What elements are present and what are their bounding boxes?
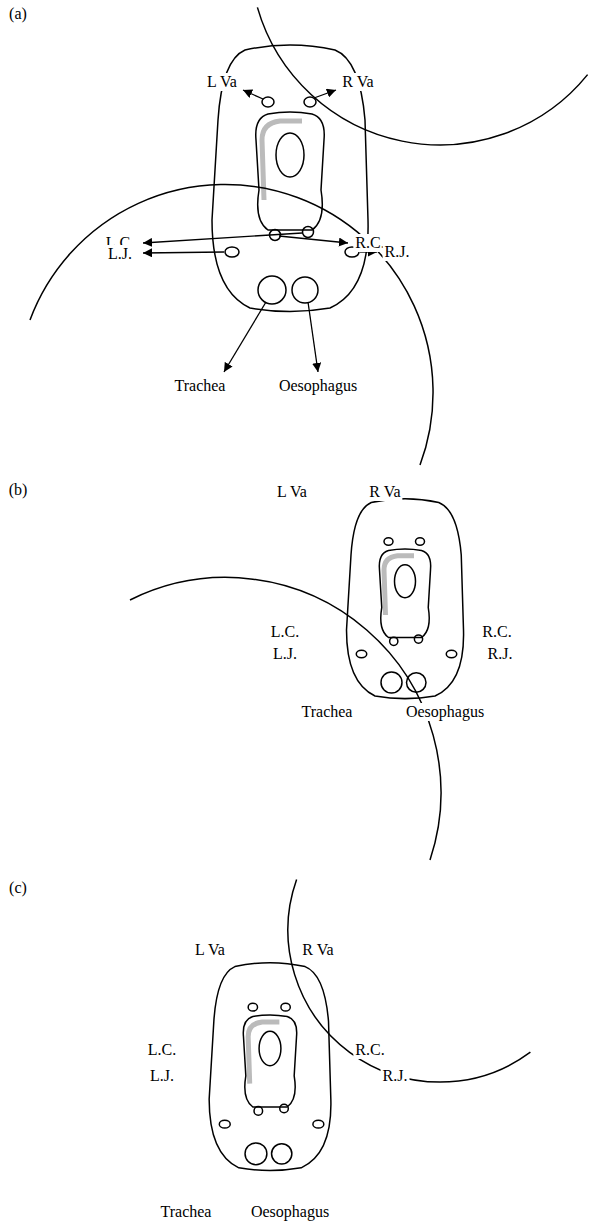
leader-line	[308, 302, 318, 372]
neck-section	[209, 963, 331, 1171]
structure-label: R.C.	[480, 623, 513, 641]
beam-arc	[30, 184, 433, 465]
leader-line	[224, 302, 266, 372]
structure-label: L.C.	[269, 623, 301, 641]
structure-label: R Va	[367, 483, 402, 501]
structure-label: L.J.	[148, 1067, 176, 1085]
structure-label: L Va	[193, 941, 227, 959]
beam-arc	[130, 577, 441, 860]
structure-label: R Va	[300, 941, 335, 959]
structure-label: Oesophagus	[277, 377, 359, 395]
leader-line	[314, 90, 336, 98]
structure-label: L.C.	[146, 1041, 178, 1059]
leader-line	[279, 236, 348, 243]
structure-label: L.J.	[271, 645, 299, 663]
structure-label: R.J.	[486, 645, 515, 663]
structure-label: Trachea	[300, 703, 355, 721]
structure-label: R.C.	[353, 1041, 386, 1059]
structure-label: Oesophagus	[404, 703, 486, 721]
panel-letter: (a)	[7, 5, 29, 23]
leader-line	[143, 252, 224, 253]
neck-section	[347, 499, 464, 699]
beam-arc	[288, 880, 530, 1083]
structure-label: Oesophagus	[249, 1203, 331, 1221]
structure-label: L Va	[275, 483, 309, 501]
beam-arc	[257, 7, 587, 145]
structure-label: Trachea	[159, 1203, 214, 1221]
structure-label: R Va	[340, 73, 375, 91]
structure-label: L Va	[205, 73, 239, 91]
panel-letter: (b)	[7, 481, 30, 499]
leader-line	[143, 233, 302, 243]
structure-label: Trachea	[173, 377, 228, 395]
leader-lines	[143, 90, 377, 372]
panel-letter: (c)	[7, 879, 29, 897]
structure-label: L.J.	[106, 245, 134, 263]
structure-label: R.J.	[383, 243, 412, 261]
leader-line	[243, 90, 263, 99]
structure-label: R.J.	[381, 1067, 410, 1085]
